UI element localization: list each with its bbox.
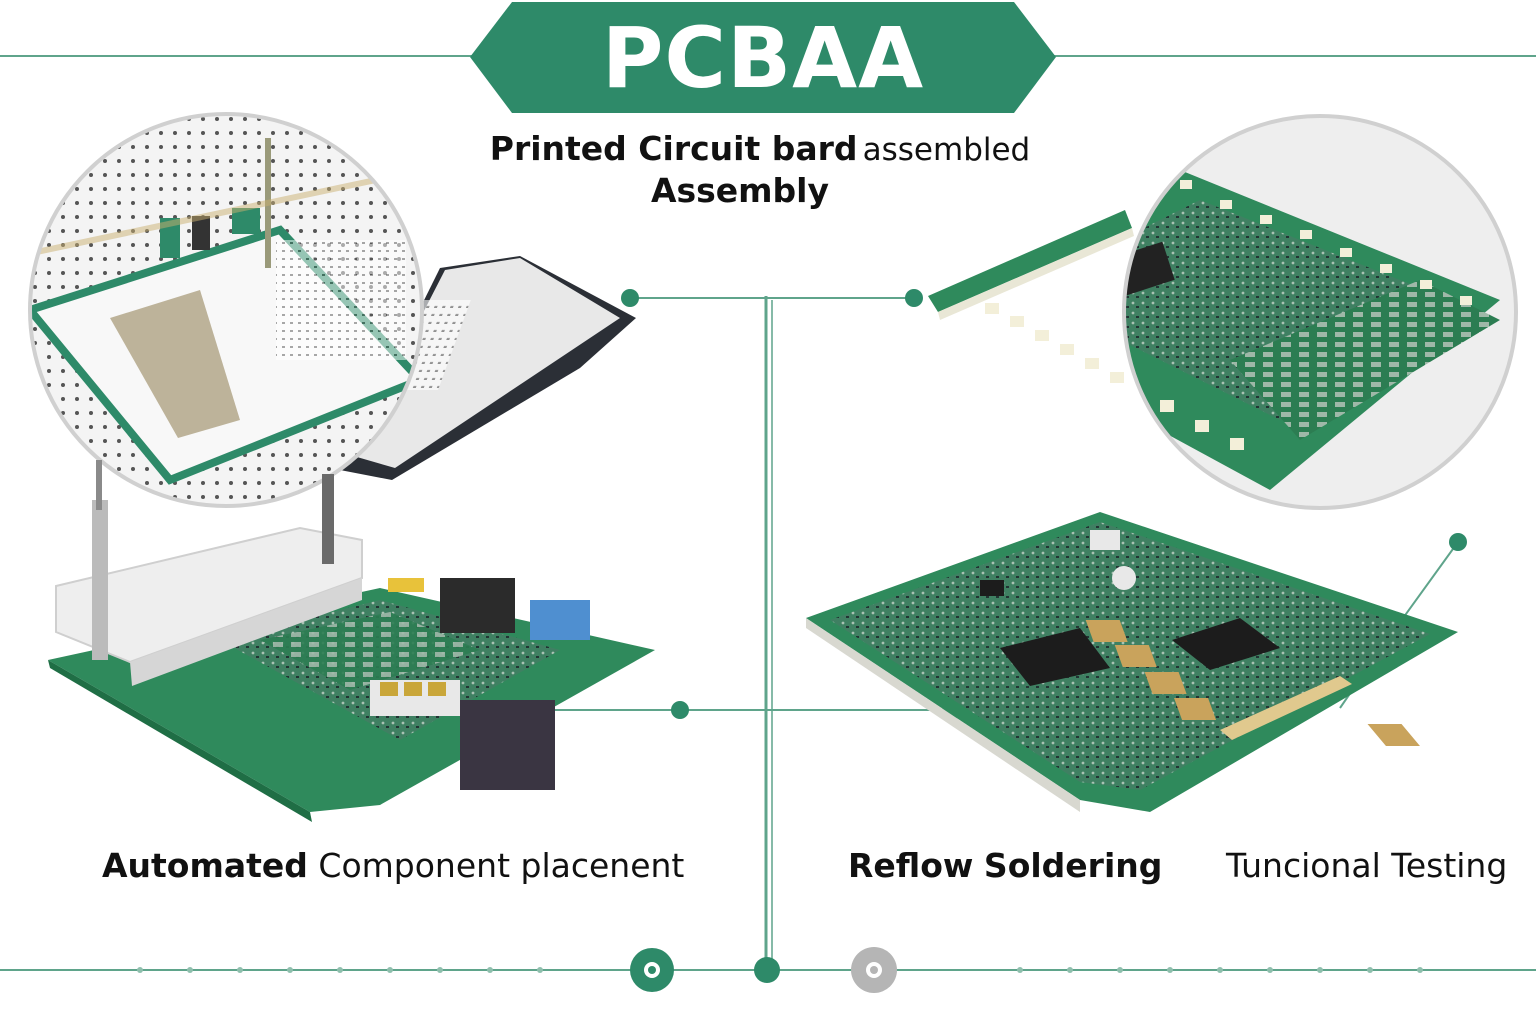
pcb-edge-outside [928,210,1134,383]
caption-reflow-bold2: Soldering [983,846,1163,885]
placement-board-illustration [48,460,655,822]
subtitle-line2: Assembly [650,170,830,210]
caption-testing: Tuncional Testing [1226,846,1508,885]
magnifier-ring-left [28,112,424,508]
caption-placement-normal: Component placenent [318,846,685,885]
caption-reflow-soldering: Reflow Soldering [848,846,1162,885]
connector-dot-top-right [905,289,923,307]
connector-dot-top-left [621,289,639,307]
page-title: PCBAA [601,9,925,107]
timeline-node-2 [754,957,780,983]
caption-placement-bold: Automated [102,846,308,885]
title-banner [470,2,1056,113]
caption-functional-testing: Tuncional Testing [1226,846,1507,885]
subtitle-block: Printed Circuit bard assembled Assembly [440,128,1080,211]
reflow-board-illustration [806,512,1458,812]
caption-component-placement: Automated Component placenent [102,846,684,885]
magnifier-ring-right [1122,114,1518,510]
connector-dot-middle-left [671,701,689,719]
magnified-placement-view [30,114,422,506]
timeline-node-3 [851,947,897,993]
subtitle-bold: Printed Circuit bard [489,129,858,168]
magnified-pcb-view [1124,116,1516,508]
caption-reflow-bold: Reflow [848,846,974,885]
timeline-node-1 [630,948,674,992]
subtitle-light: assembled [862,132,1031,168]
bottom-tick-marks [137,967,1423,973]
connector-dot-diagonal [1449,533,1467,551]
